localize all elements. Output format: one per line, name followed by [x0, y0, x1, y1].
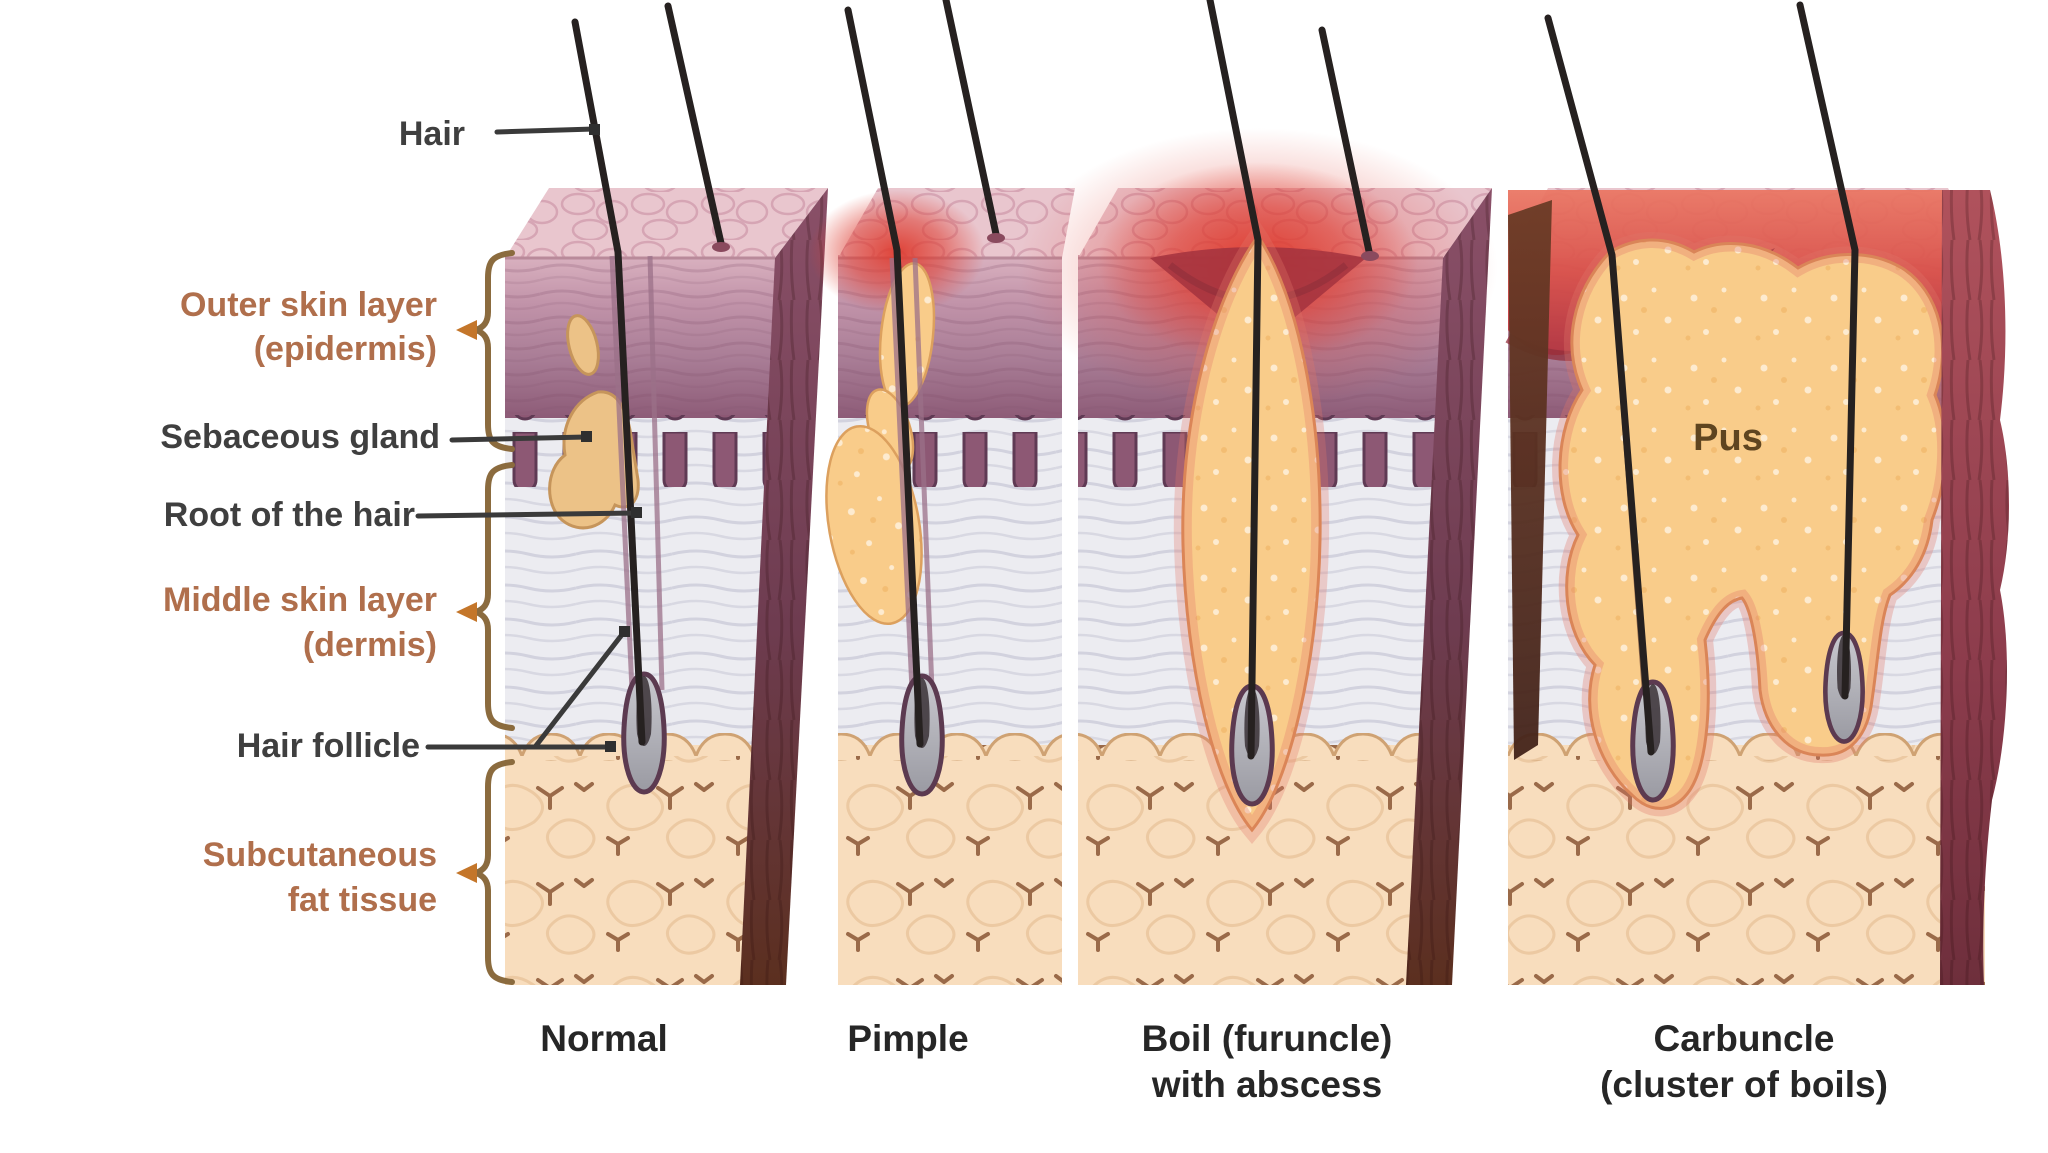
hair-shaft: [571, 18, 646, 746]
hair-follicle-label: Hair follicle: [105, 724, 420, 768]
hair-pore: [987, 233, 1005, 243]
hair-shaft: [844, 6, 924, 748]
caption-pimple-text: Pimple: [847, 1018, 969, 1059]
hair-label-text: Hair: [398, 115, 465, 153]
subcutaneous-label-line2: fat tissue: [287, 881, 437, 919]
pimple-pus: [825, 424, 923, 626]
root-of-hair-label-text: Root of the hair: [163, 496, 415, 534]
epidermis-brace-arrow: [456, 320, 477, 340]
hair-pore: [712, 242, 730, 252]
caption-normal: Normal: [454, 1016, 754, 1062]
caption-carbuncle: Carbuncle (cluster of boils): [1554, 1016, 1934, 1108]
sebaceous-gland-label: Sebaceous gland: [120, 415, 440, 459]
hair-shaft: [664, 2, 725, 247]
caption-boil-line1: Boil (furuncle): [1141, 1018, 1393, 1059]
epidermis-label: Outer skin layer (epidermis): [85, 283, 437, 371]
hair-shaft: [942, 0, 1000, 238]
pus-label: Pus: [1655, 417, 1801, 459]
hair-pore: [1361, 251, 1379, 261]
hair-follicle-sheath: [889, 257, 935, 691]
pus-label-text: Pus: [1693, 417, 1763, 459]
hair-shaft: [1318, 26, 1374, 260]
panel-carbuncle-illustration: [1505, 1, 2009, 985]
sebaceous-gland-label-text: Sebaceous gland: [160, 418, 440, 456]
caption-pimple: Pimple: [758, 1016, 1058, 1062]
root-pointer-line: [415, 510, 639, 519]
subcutaneous-label-line1: Subcutaneous: [202, 836, 437, 874]
root-of-hair-label: Root of the hair: [95, 493, 415, 537]
dermis-brace-arrow: [456, 602, 477, 622]
dermis-label: Middle skin layer (dermis): [85, 578, 437, 668]
hair-shaft: [1206, 0, 1262, 760]
hair-shaft: [1544, 14, 1655, 756]
braces-and-pointers: [415, 124, 642, 985]
caption-boil: Boil (furuncle) with abscess: [1107, 1016, 1427, 1108]
panel-boil-illustration: [1018, 0, 1498, 985]
epidermis-label-line1: Outer skin layer: [179, 286, 437, 324]
hair-follicle-label-text: Hair follicle: [236, 727, 420, 765]
sebaceous-gland-top-lobe: [566, 314, 600, 376]
hair-label: Hair: [245, 112, 465, 156]
epidermis-label-line2: (epidermis): [253, 330, 437, 368]
carbuncle-cut-face: [1508, 200, 1552, 760]
caption-carbuncle-line2: (cluster of boils): [1600, 1064, 1888, 1105]
caption-normal-text: Normal: [540, 1018, 668, 1059]
caption-carbuncle-line1: Carbuncle: [1653, 1018, 1835, 1059]
subcutaneous-label: Subcutaneous fat tissue: [85, 833, 437, 923]
caption-boil-line2: with abscess: [1151, 1064, 1383, 1105]
dermis-label-line1: Middle skin layer: [163, 581, 437, 619]
hair-follicle-sheath: [609, 255, 665, 691]
follicle-pointer-line-branch: [532, 629, 627, 750]
panel-normal-illustration: [505, 2, 828, 985]
panel-pimple-illustration: [809, 0, 1075, 985]
fat-brace-arrow: [456, 863, 477, 883]
hair-pointer-line: [494, 126, 597, 135]
sebaceous-pointer-line: [449, 434, 589, 443]
hair-shaft: [1796, 1, 1859, 700]
dermis-label-line2: (dermis): [302, 626, 437, 664]
